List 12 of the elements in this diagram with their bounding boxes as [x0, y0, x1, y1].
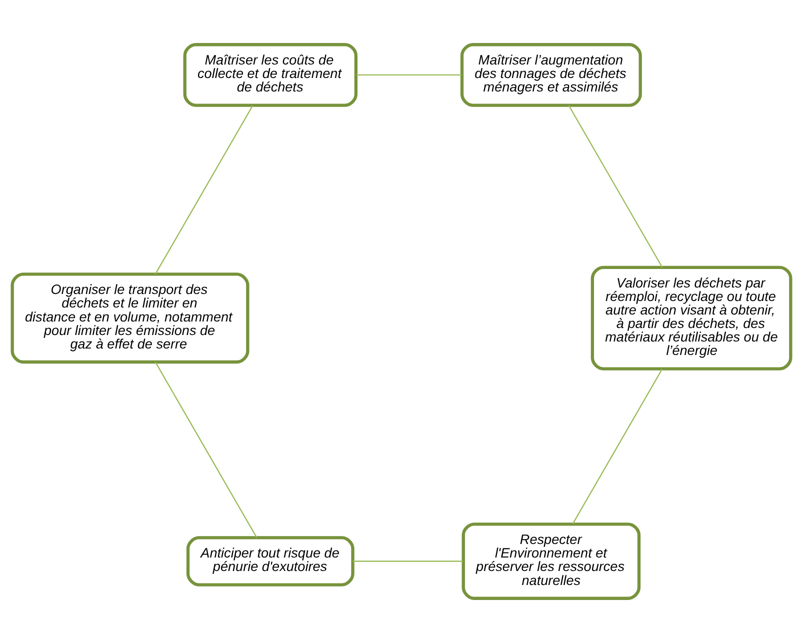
node-box: Maîtriser les coûts de collecte et de traitement de déchets: [183, 43, 358, 107]
connector: [356, 74, 462, 76]
node-box: Anticiper tout risque de pénurie d'exutoires: [186, 536, 354, 586]
connector: [154, 105, 254, 274]
node-box: Organiser le transport des déchets et le limiter en distance et en volume, notamment pour limiter les émissions de gaz à effet de serre: [10, 272, 250, 364]
connector: [154, 362, 258, 538]
node-box: Respecter l'Environnement et préserver les ressources naturelles: [462, 522, 641, 600]
connector: [352, 560, 464, 562]
node-box: Valoriser les déchets par réemploi, recyclage ou toute autre action visant à obtenir, à partir des déchets, des matériaux réutilisables ou de l’énergie: [590, 266, 792, 370]
connector: [568, 105, 663, 268]
connector: [572, 368, 663, 524]
node-box: Maîtriser l’augmentation des tonnages de déchets ménagers et assimilés: [460, 43, 642, 107]
